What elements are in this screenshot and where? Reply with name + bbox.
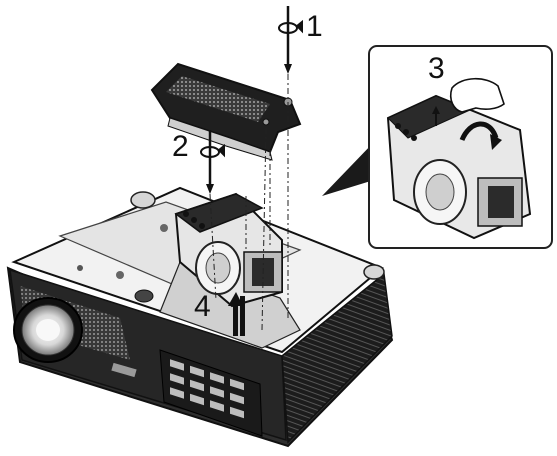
hand-icon bbox=[451, 79, 504, 112]
rotate-icon bbox=[279, 22, 302, 33]
callout-pointer bbox=[322, 142, 374, 196]
projector-lens bbox=[14, 298, 82, 362]
foot bbox=[364, 265, 384, 279]
screwdriver-icon bbox=[284, 6, 292, 74]
foot bbox=[131, 192, 155, 208]
step-4-label: 4 bbox=[194, 292, 211, 322]
detail-inset bbox=[369, 46, 552, 248]
step-3-label: 3 bbox=[428, 54, 445, 84]
foot bbox=[135, 290, 153, 302]
step-2-label: 2 bbox=[172, 132, 189, 162]
step-1-label: 1 bbox=[306, 12, 323, 42]
rotate-icon bbox=[201, 146, 224, 157]
